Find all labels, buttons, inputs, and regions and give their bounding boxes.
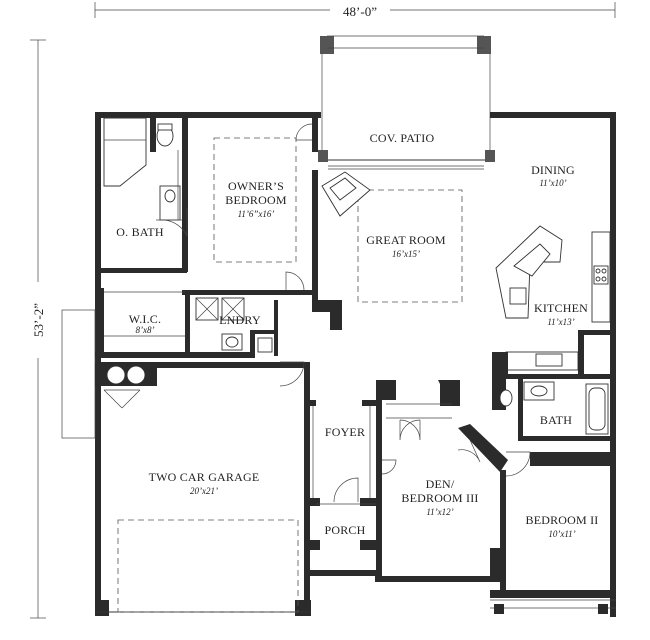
room-label-owners-line2: BEDROOM [225, 193, 287, 207]
room-size-wic: 8’x8’ [136, 325, 155, 335]
bedroom-ii-walls [500, 452, 610, 590]
room-size-den: 11’x12’ [426, 507, 453, 517]
room-label-owners-bath: O. BATH [116, 225, 164, 239]
room-label-bedroom-ii: BEDROOM II [526, 513, 599, 527]
room-size-kitchen: 11’x13’ [547, 317, 574, 327]
exterior-walls [95, 112, 616, 617]
room-label-cov-patio: COV. PATIO [370, 131, 435, 145]
garage-to-house-door [279, 361, 305, 387]
wic-laundry-walls [95, 288, 278, 358]
owners-bath-fixtures [103, 117, 182, 221]
foyer-walls [310, 400, 376, 550]
room-label-dining: DINING [531, 163, 575, 177]
garage-entry-door [103, 389, 141, 409]
room-label-kitchen: KITCHEN [534, 301, 588, 315]
room-label-laundry: LNDRY [219, 313, 261, 327]
room-label-garage: TWO CAR GARAGE [149, 470, 260, 484]
garage-water-heaters [106, 365, 146, 385]
den-walls [376, 380, 508, 578]
owners-suite-doors [163, 123, 313, 291]
covered-patio-structure [318, 35, 495, 170]
garage-walls [95, 362, 310, 613]
room-size-bedroom-ii: 10’x11’ [548, 529, 575, 539]
room-size-garage: 20’x21’ [190, 486, 218, 496]
den-closet [386, 403, 452, 419]
room-size-owners: 11’6”x16’ [238, 209, 275, 219]
room-label-owners-line1: OWNER’S [228, 179, 284, 193]
width-dimension-line [94, 2, 616, 18]
room-size-dining: 11’x10’ [539, 178, 566, 188]
garage-side-structure [61, 309, 96, 439]
kitchen-walls [492, 330, 610, 379]
room-label-great-room: GREAT ROOM [366, 233, 446, 247]
room-label-bath: BATH [540, 413, 572, 427]
owners-bedroom-ceiling [213, 137, 297, 263]
front-porch-details [490, 599, 616, 614]
front-entry-door [333, 477, 359, 503]
room-size-great-room: 16’x15’ [392, 249, 420, 259]
den-doors [381, 419, 481, 475]
bedroom-ii-door [505, 451, 531, 477]
overall-width-label: 48’-0” [343, 4, 377, 19]
great-room-features [321, 171, 463, 303]
room-label-wic: W.I.C. [129, 312, 161, 326]
overall-depth-label: 53’-2” [31, 303, 46, 337]
kitchen-counters [495, 225, 611, 371]
room-label-den-line1: DEN/ [426, 477, 455, 491]
hall-bath-fixtures [499, 381, 609, 435]
room-label-den-line2: BEDROOM III [401, 491, 478, 505]
owners-suite-walls [95, 112, 342, 330]
room-label-foyer: FOYER [325, 425, 365, 439]
room-label-porch: PORCH [324, 523, 365, 537]
depth-dimension-line [30, 39, 46, 619]
laundry-fixtures [195, 297, 273, 353]
